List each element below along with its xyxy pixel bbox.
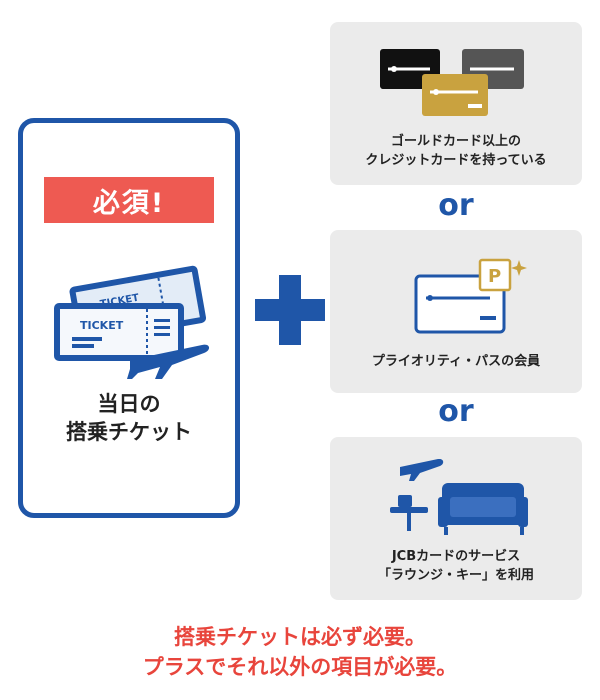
plus-icon (255, 275, 325, 345)
required-badge: 必須! (44, 177, 214, 223)
required-ticket-label-line2: 搭乗チケット (66, 420, 192, 444)
option-gold-card: ゴールドカード以上の クレジットカードを持っている (330, 22, 582, 185)
boarding-ticket-icon: TICKET TICKET (54, 265, 210, 379)
lounge-sofa-icon (390, 459, 528, 535)
option-priority-pass: P プライオリティ・パスの会員 (330, 230, 582, 393)
option-jcb-line1: JCBカードのサービス (391, 549, 521, 564)
option-jcb-line2: 「ラウンジ・キー」を利用 (377, 568, 534, 583)
or-label-1: or (438, 188, 474, 223)
option-jcb-lounge-key: JCBカードのサービス 「ラウンジ・キー」を利用 (330, 437, 582, 600)
option-gold-card-line2: クレジットカードを持っている (365, 153, 547, 168)
option-gold-card-line1: ゴールドカード以上の (390, 134, 521, 149)
footer-line1: 搭乗チケットは必ず必要。 (174, 625, 426, 649)
or-label-2: or (438, 394, 474, 429)
ticket-front-text: TICKET (80, 319, 124, 332)
priority-pass-card-icon: P (414, 258, 527, 334)
priority-pass-mark: P (488, 266, 501, 287)
credit-cards-icon (380, 49, 524, 116)
option-priority-pass-line1: プライオリティ・パスの会員 (371, 354, 541, 369)
required-ticket-label-line1: 当日の (97, 392, 161, 416)
footer-line2: プラスでそれ以外の項目が必要。 (142, 655, 458, 679)
required-ticket-label: 当日の 搭乗チケット (18, 390, 240, 446)
footer-note: 搭乗チケットは必ず必要。 プラスでそれ以外の項目が必要。 (0, 622, 600, 682)
